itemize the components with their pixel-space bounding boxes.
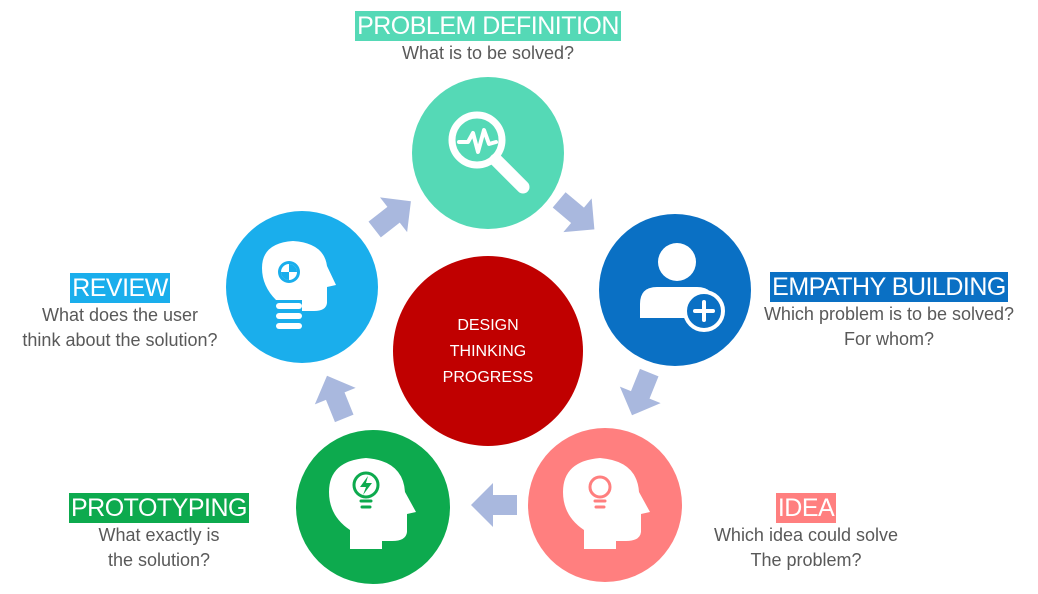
arrow-problem-to-empathy — [545, 183, 609, 247]
step-question: the solution? — [107, 550, 211, 570]
review-label: REVIEW What does the user think about th… — [4, 273, 236, 353]
step-question: For whom? — [843, 329, 935, 349]
step-question: The problem? — [750, 550, 862, 570]
head-target-icon — [262, 241, 336, 329]
center-label: DESIGN THINKING PROGRESS — [410, 313, 566, 391]
problem-definition-label: PROBLEM DEFINITION What is to be solved? — [330, 11, 646, 66]
step-question: What does the user — [41, 305, 199, 325]
empathy-building-label: EMPATHY BUILDING Which problem is to be … — [744, 272, 1034, 352]
step-title: PROBLEM DEFINITION — [355, 11, 621, 41]
arrow-prototyping-to-review — [306, 367, 365, 427]
step-question: What exactly is — [98, 525, 220, 545]
head-lightbulb-icon — [563, 458, 650, 549]
idea-label: IDEA Which idea could solve The problem? — [686, 493, 926, 573]
prototyping-label: PROTOTYPING What exactly is the solution… — [54, 493, 264, 573]
step-title: PROTOTYPING — [68, 493, 249, 523]
step-title: IDEA — [775, 493, 837, 523]
arrow-review-to-problem — [361, 183, 425, 247]
arrow-empathy-to-idea — [611, 364, 670, 424]
step-title: EMPATHY BUILDING — [770, 272, 1008, 302]
step-question: think about the solution? — [22, 330, 218, 350]
step-question: Which idea could solve — [713, 525, 899, 545]
center-line: THINKING — [449, 343, 527, 360]
center-circle — [393, 256, 583, 446]
head-lightbulb-bolt-icon — [329, 458, 416, 549]
center-line: PROGRESS — [442, 369, 534, 386]
step-question: What is to be solved? — [401, 43, 575, 63]
step-question: Which problem is to be solved? — [763, 304, 1015, 324]
magnifier-pulse-icon — [448, 111, 530, 194]
step-title: REVIEW — [70, 273, 170, 303]
center-line: DESIGN — [457, 317, 519, 334]
arrow-idea-to-prototyping — [471, 483, 517, 527]
problem-definition-circle — [412, 77, 564, 229]
user-plus-icon — [640, 243, 725, 332]
